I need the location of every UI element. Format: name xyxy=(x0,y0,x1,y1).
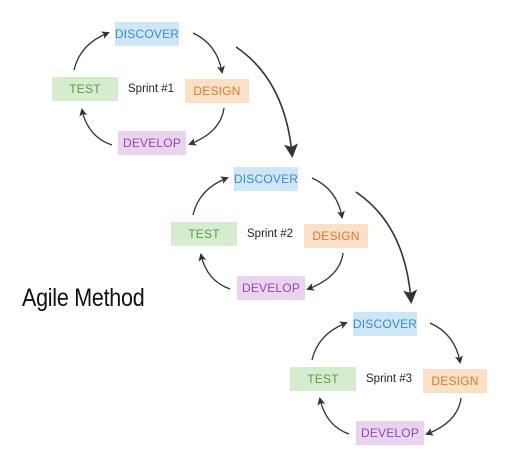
arrow-test-to-discover xyxy=(73,31,110,71)
sprint-3-test-box: TEST xyxy=(290,367,356,391)
sprint-1-discover-box: DISCOVER xyxy=(115,22,179,46)
sprint-3-design-box: DESIGN xyxy=(423,369,487,393)
design-label: DESIGN xyxy=(312,229,360,243)
transition-arrow-sprint2-to-sprint3 xyxy=(355,191,418,304)
arrow-discover-to-design xyxy=(192,32,225,74)
arrow-design-to-develop xyxy=(425,397,462,436)
diagram-title: Agile Method xyxy=(22,284,145,312)
arrow-develop-to-test xyxy=(317,397,350,435)
arrow-test-to-discover xyxy=(192,176,229,216)
sprint-3-develop-box: DEVELOP xyxy=(356,421,424,445)
arrow-design-to-develop xyxy=(188,107,225,146)
arrow-develop-to-test xyxy=(198,253,231,290)
arrow-develop-to-test xyxy=(79,108,113,146)
sprint-2-discover-box: DISCOVER xyxy=(234,167,298,191)
sprint-3-cycle-arrows xyxy=(311,321,463,436)
develop-label: DEVELOP xyxy=(360,426,420,440)
design-label: DESIGN xyxy=(431,374,479,388)
test-label: TEST xyxy=(188,227,220,241)
arrow-design-to-develop xyxy=(306,252,344,291)
discover-label: DISCOVER xyxy=(114,27,180,41)
sprint-2-design-box: DESIGN xyxy=(304,224,368,248)
sprint-1-develop-box: DEVELOP xyxy=(118,131,186,155)
sprint-1-label: Sprint #1 xyxy=(128,83,175,95)
develop-label: DEVELOP xyxy=(122,136,182,150)
sprint-3-discover-box: DISCOVER xyxy=(353,312,417,336)
discover-label: DISCOVER xyxy=(233,172,299,186)
arrow-test-to-discover xyxy=(311,321,348,361)
arrow-discover-to-design xyxy=(311,177,345,219)
test-label: TEST xyxy=(307,372,339,386)
sprint-2-label: Sprint #2 xyxy=(247,228,294,240)
sprint-2-develop-box: DEVELOP xyxy=(237,276,305,300)
sprint-1-test-box: TEST xyxy=(52,77,118,101)
sprint-2-test-box: TEST xyxy=(171,222,237,246)
design-label: DESIGN xyxy=(193,84,241,98)
discover-label: DISCOVER xyxy=(352,317,418,331)
sprint-1-cycle-arrows xyxy=(73,31,225,146)
sprint-1-design-box: DESIGN xyxy=(185,79,249,103)
transition-arrow-sprint1-to-sprint2 xyxy=(235,46,299,158)
test-label: TEST xyxy=(69,82,101,96)
arrow-discover-to-design xyxy=(429,322,463,364)
develop-label: DEVELOP xyxy=(241,281,301,295)
sprint-2-cycle-arrows xyxy=(192,176,345,291)
sprint-3-label: Sprint #3 xyxy=(366,373,413,385)
